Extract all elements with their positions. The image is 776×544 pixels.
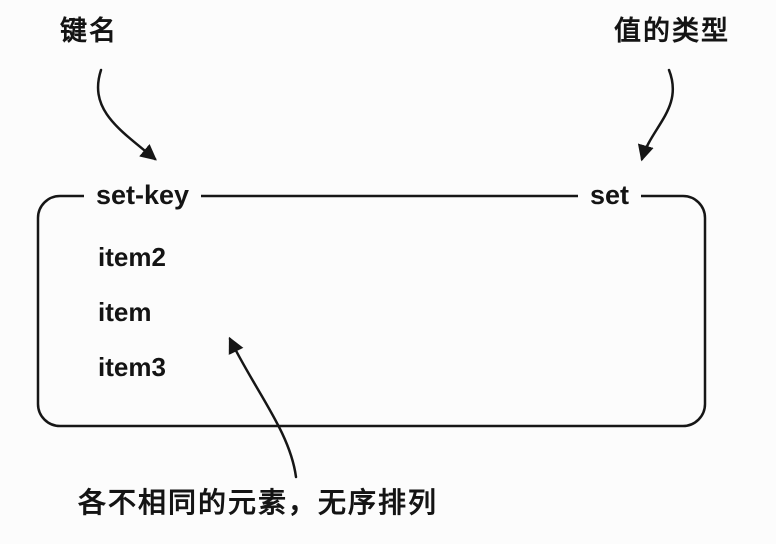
set-key-label: set-key [84, 180, 202, 212]
set-box-outline [36, 194, 707, 428]
set-item: item [98, 297, 152, 327]
keyname-annotation: 键名 [60, 16, 118, 46]
valuetype-arrow [637, 68, 675, 162]
set-item: item2 [98, 242, 166, 272]
elements-caption: 各不相同的元素，无序排列 [78, 487, 439, 518]
set-type-label: set [578, 180, 642, 212]
set-item: item3 [98, 352, 166, 382]
elements-arrow [228, 336, 298, 479]
valuetype-annotation: 值的类型 [614, 16, 730, 46]
keyname-arrow [96, 68, 157, 161]
